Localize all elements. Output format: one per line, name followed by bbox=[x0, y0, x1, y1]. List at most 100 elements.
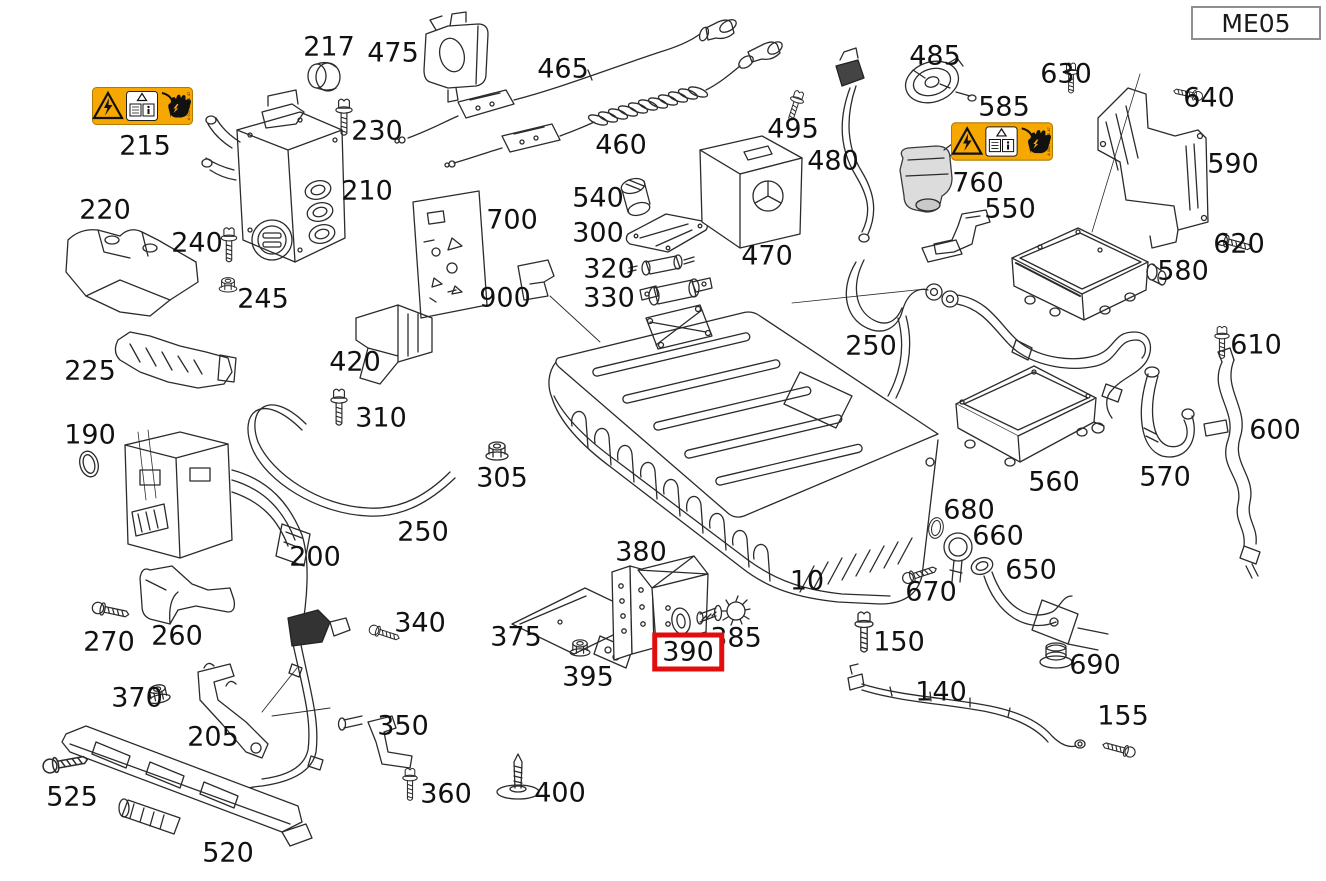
part-label-640[interactable]: 640 bbox=[1183, 82, 1235, 114]
part-label-380[interactable]: 380 bbox=[615, 536, 667, 568]
part-label-465[interactable]: 465 bbox=[537, 53, 589, 85]
part-label-475[interactable]: 475 bbox=[367, 37, 419, 69]
part-label-240[interactable]: 240 bbox=[171, 227, 223, 259]
part-label-760[interactable]: 760 bbox=[952, 167, 1004, 199]
part-250-right-cable-drawing bbox=[791, 259, 1152, 419]
part-205-bracket-drawing bbox=[197, 662, 269, 759]
part-150-bolt-drawing bbox=[854, 611, 874, 653]
part-label-300[interactable]: 300 bbox=[572, 217, 624, 249]
part-610-bolt-drawing bbox=[1214, 325, 1230, 359]
electric-shock-hand-icon bbox=[161, 92, 191, 118]
part-label-480[interactable]: 480 bbox=[807, 145, 859, 177]
part-label-360[interactable]: 360 bbox=[420, 778, 472, 810]
part-label-610[interactable]: 610 bbox=[1230, 329, 1282, 361]
part-420-bracket-drawing bbox=[355, 304, 433, 385]
part-310-bolt-drawing bbox=[330, 388, 348, 426]
part-220-bracket-drawing bbox=[65, 229, 199, 317]
part-560-control-unit-drawing bbox=[955, 365, 1105, 467]
part-label-305[interactable]: 305 bbox=[476, 462, 528, 494]
part-210-inverter-drawing bbox=[201, 89, 346, 263]
part-label-620[interactable]: 620 bbox=[1213, 228, 1265, 260]
part-label-560[interactable]: 560 bbox=[1028, 466, 1080, 498]
part-460-coiled-cable-drawing bbox=[444, 41, 783, 168]
part-label-400[interactable]: 400 bbox=[534, 777, 586, 809]
part-label-470[interactable]: 470 bbox=[741, 240, 793, 272]
part-label-585[interactable]: 585 bbox=[978, 91, 1030, 123]
part-300-cover-plate-drawing bbox=[625, 213, 708, 253]
part-label-205[interactable]: 205 bbox=[187, 721, 239, 753]
part-label-550[interactable]: 550 bbox=[984, 193, 1036, 225]
high-voltage-triangle-icon bbox=[92, 90, 124, 120]
part-label-140[interactable]: 140 bbox=[915, 676, 967, 708]
part-270-screw-drawing bbox=[90, 600, 131, 622]
part-label-330[interactable]: 330 bbox=[583, 282, 635, 314]
part-480-cable-harness-drawing bbox=[835, 47, 875, 243]
part-label-395[interactable]: 395 bbox=[562, 661, 614, 693]
part-label-540[interactable]: 540 bbox=[572, 182, 624, 214]
part-label-900[interactable]: 900 bbox=[479, 282, 531, 314]
part-label-220[interactable]: 220 bbox=[79, 194, 131, 226]
part-label-590[interactable]: 590 bbox=[1207, 148, 1259, 180]
part-label-525[interactable]: 525 bbox=[46, 781, 98, 813]
electric-shock-hand-icon bbox=[1021, 127, 1051, 154]
part-label-660[interactable]: 660 bbox=[972, 520, 1024, 552]
part-label-10[interactable]: 10 bbox=[789, 565, 825, 597]
part-label-250-right[interactable]: 250 bbox=[845, 330, 897, 362]
part-label-245[interactable]: 245 bbox=[237, 283, 289, 315]
part-label-320[interactable]: 320 bbox=[583, 253, 635, 285]
part-label-155[interactable]: 155 bbox=[1097, 700, 1149, 732]
part-540-cylinder-drawing bbox=[620, 177, 651, 217]
part-label-680[interactable]: 680 bbox=[943, 494, 995, 526]
part-label-270[interactable]: 270 bbox=[83, 626, 135, 658]
high-voltage-warning-label-215: A 000 584 41 47 bbox=[92, 87, 193, 129]
part-465-charging-cable-drawing bbox=[394, 19, 737, 144]
part-label-570[interactable]: 570 bbox=[1139, 461, 1191, 493]
part-label-580[interactable]: 580 bbox=[1157, 255, 1209, 287]
part-660-clamp-drawing bbox=[943, 532, 973, 583]
part-520-rail-drawing bbox=[61, 725, 313, 847]
part-350-bracket-drawing bbox=[337, 715, 413, 769]
part-label-190[interactable]: 190 bbox=[64, 419, 116, 451]
part-label-600[interactable]: 600 bbox=[1249, 414, 1301, 446]
part-label-370[interactable]: 370 bbox=[111, 682, 163, 714]
part-label-630[interactable]: 630 bbox=[1040, 58, 1092, 90]
part-580-power-electronics-drawing bbox=[1011, 227, 1167, 321]
diagram-code: ME05 bbox=[1221, 8, 1291, 38]
part-label-670[interactable]: 670 bbox=[905, 576, 957, 608]
part-label-460[interactable]: 460 bbox=[595, 129, 647, 161]
part-label-150[interactable]: 150 bbox=[873, 626, 925, 658]
part-label-210[interactable]: 210 bbox=[341, 175, 393, 207]
part-250-left-cable-drawing bbox=[137, 404, 456, 517]
part-label-200[interactable]: 200 bbox=[289, 541, 341, 573]
part-label-495[interactable]: 495 bbox=[767, 113, 819, 145]
part-10-battery-pack-drawing bbox=[548, 304, 939, 605]
part-label-225[interactable]: 225 bbox=[64, 355, 116, 387]
part-700-label-sheet-drawing bbox=[412, 190, 488, 319]
part-label-375[interactable]: 375 bbox=[490, 621, 542, 653]
part-690-cap-drawing bbox=[1039, 642, 1073, 669]
part-label-217[interactable]: 217 bbox=[303, 31, 355, 63]
read-manual-book-icon bbox=[985, 126, 1018, 157]
part-label-690[interactable]: 690 bbox=[1069, 649, 1121, 681]
part-label-310[interactable]: 310 bbox=[355, 402, 407, 434]
high-voltage-warning-label-585: A 000 584 41 47 bbox=[951, 122, 1053, 165]
part-240-screw-drawing bbox=[220, 227, 238, 263]
part-label-650[interactable]: 650 bbox=[1005, 554, 1057, 586]
part-label-230[interactable]: 230 bbox=[351, 115, 403, 147]
part-label-340[interactable]: 340 bbox=[394, 607, 446, 639]
part-590-bracket-drawing bbox=[1091, 73, 1209, 249]
part-485-mount-ring-drawing bbox=[904, 57, 977, 104]
part-label-260[interactable]: 260 bbox=[151, 620, 203, 652]
part-label-700[interactable]: 700 bbox=[486, 204, 538, 236]
part-label-485[interactable]: 485 bbox=[909, 40, 961, 72]
part-320-fuse-drawing bbox=[627, 254, 695, 276]
part-label-520[interactable]: 520 bbox=[202, 837, 254, 869]
part-label-250-left[interactable]: 250 bbox=[397, 516, 449, 548]
part-label-420[interactable]: 420 bbox=[329, 346, 381, 378]
part-label-215[interactable]: 215 bbox=[119, 130, 171, 162]
part-380-bracket-drawing bbox=[611, 555, 709, 661]
part-155-bolt-drawing bbox=[1100, 738, 1137, 760]
part-label-350[interactable]: 350 bbox=[377, 710, 429, 742]
highlighted-part-label-390[interactable]: 390 bbox=[652, 632, 724, 672]
